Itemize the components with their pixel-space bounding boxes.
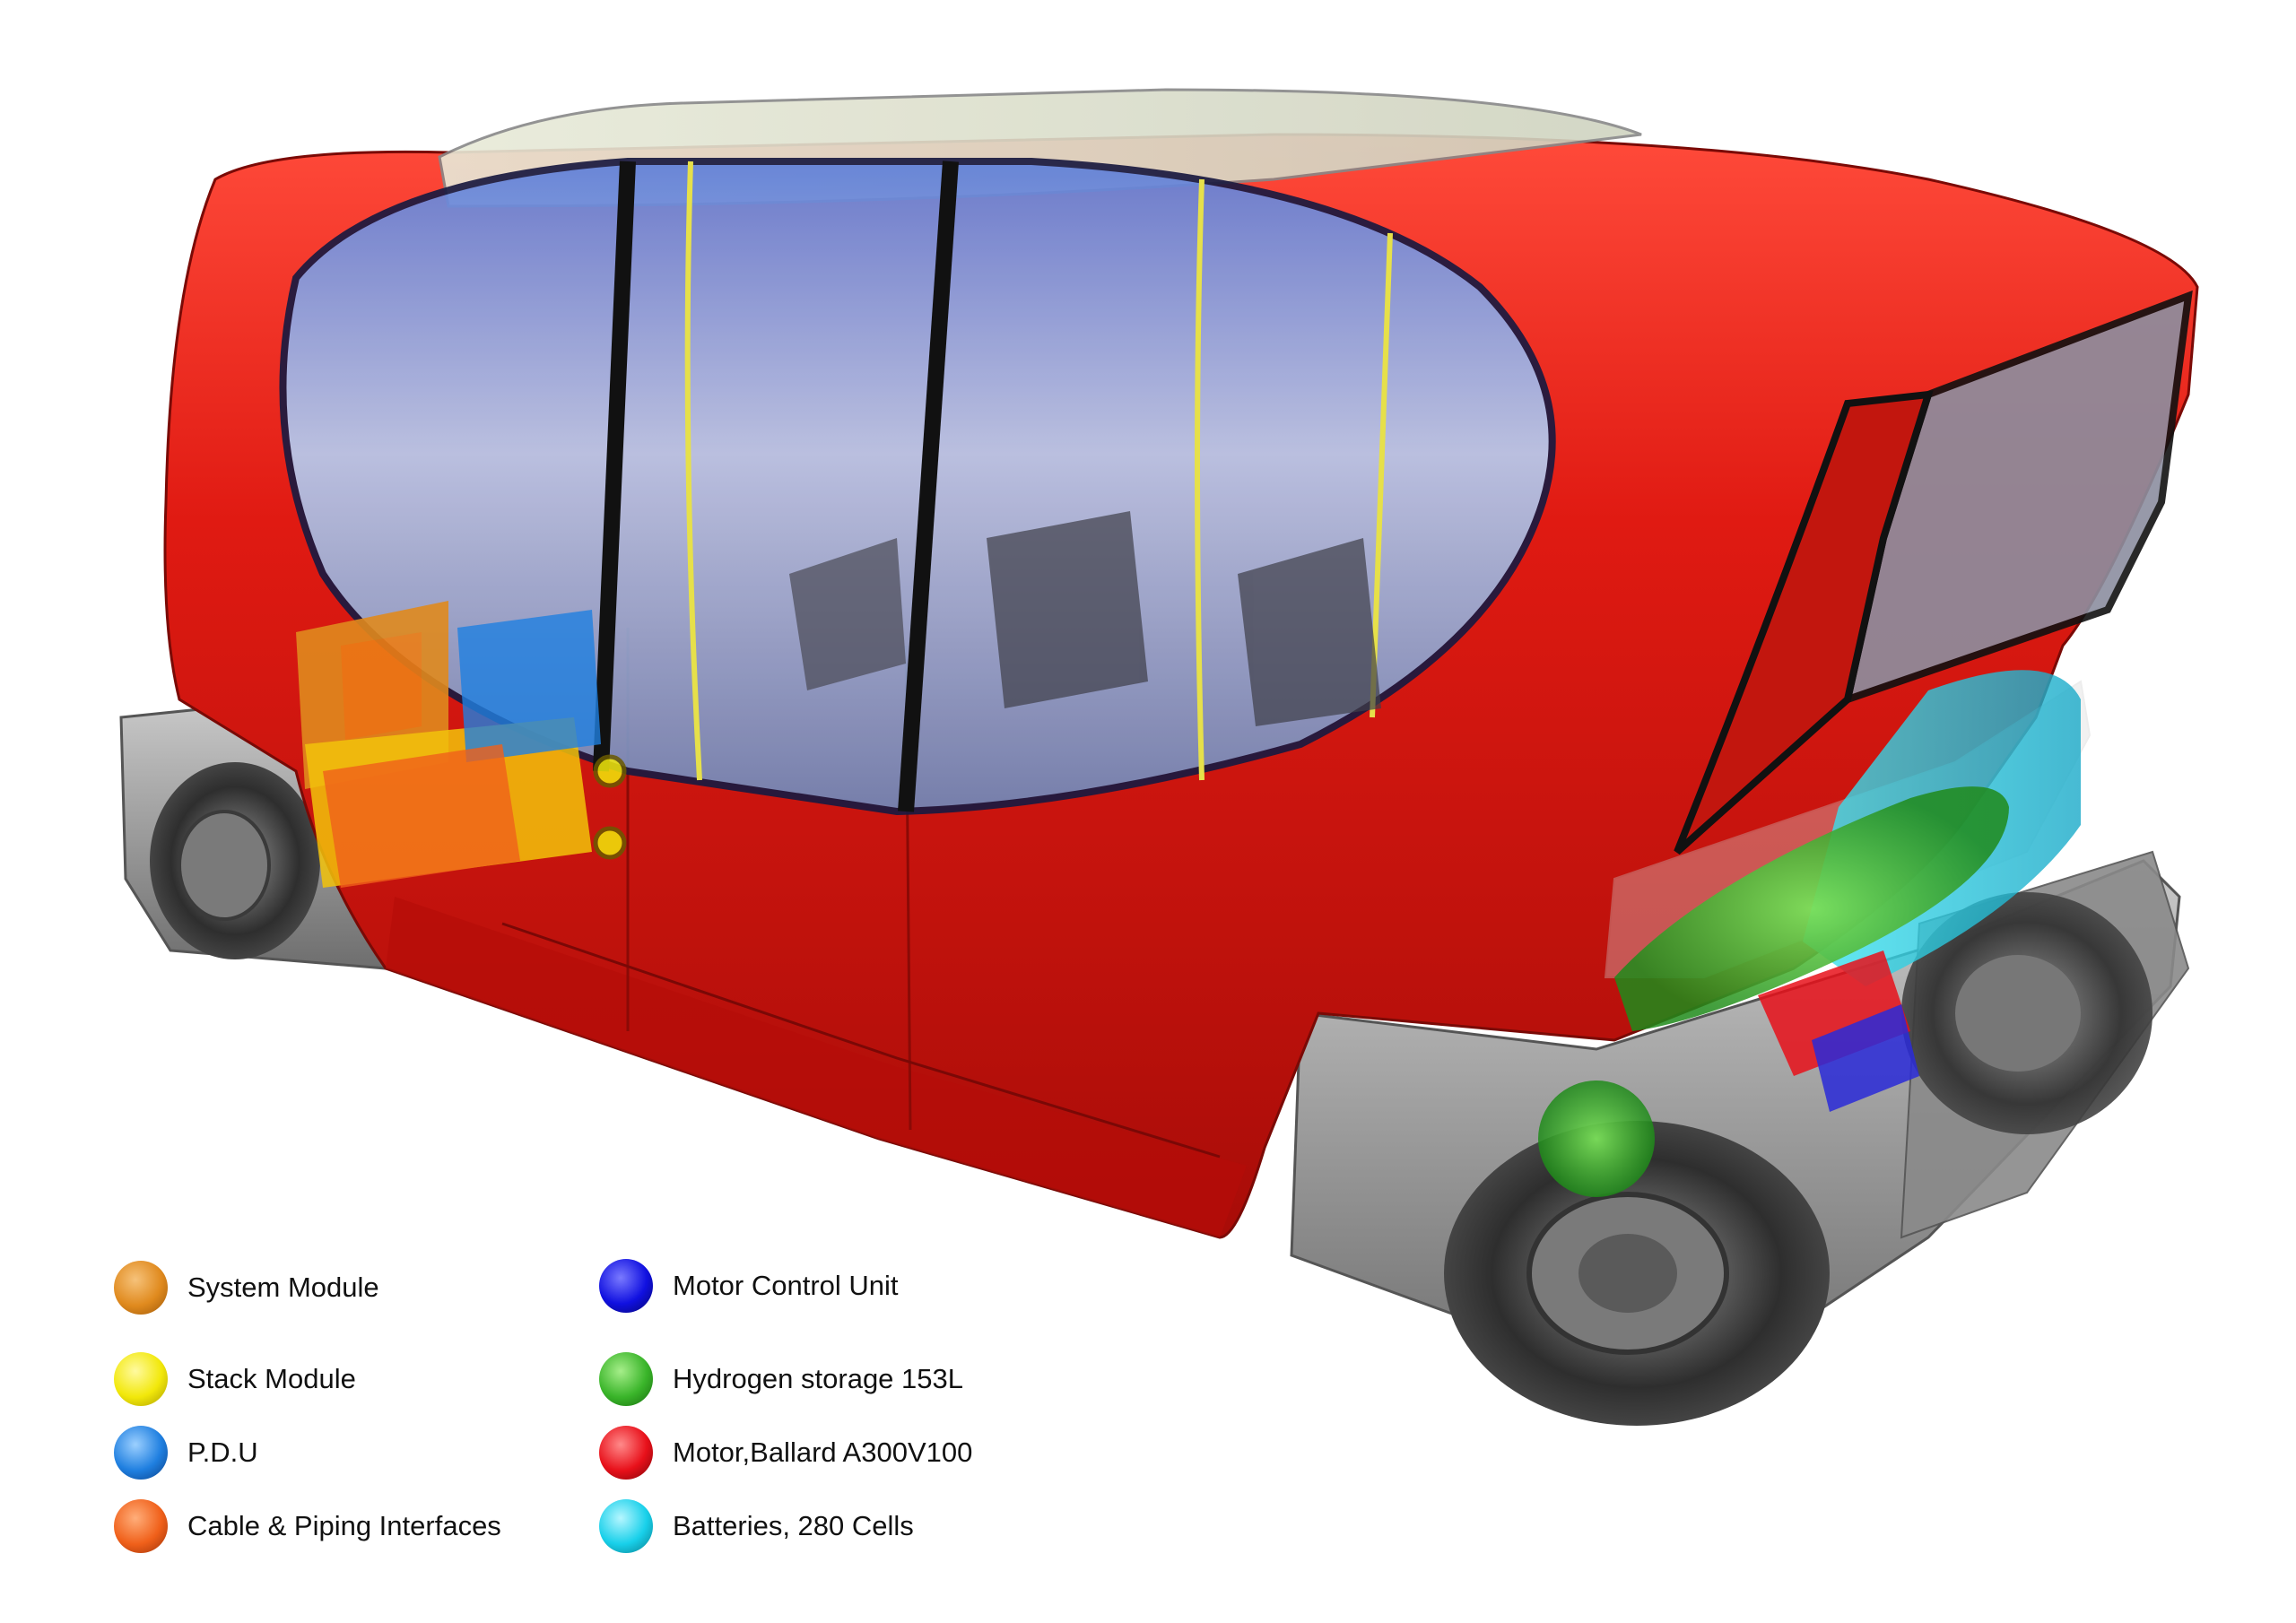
front-wheel-far <box>1901 892 2152 1134</box>
legend-item-system-module: System Module <box>114 1259 379 1316</box>
pdu-component <box>457 610 601 762</box>
front-windscreen <box>1674 290 2193 855</box>
yellow-sphere-icon <box>114 1352 168 1406</box>
legend-item-motor: Motor,Ballard A300V100 <box>599 1424 972 1481</box>
green-sphere-icon <box>599 1352 653 1406</box>
legend-item-stack-module: Stack Module <box>114 1350 356 1408</box>
blue-sphere-icon <box>114 1426 168 1480</box>
hydrogen-storage-component <box>1538 786 2009 1197</box>
legend-item-batteries: Batteries, 280 Cells <box>599 1497 914 1555</box>
legend-item-hydrogen-storage: Hydrogen storage 153L <box>599 1350 963 1408</box>
legend-item-pdu: P.D.U <box>114 1424 258 1481</box>
orange-red-sphere-icon <box>114 1499 168 1553</box>
cyan-sphere-icon <box>599 1499 653 1553</box>
legend-label: Motor,Ballard A300V100 <box>673 1436 973 1468</box>
rear-wheel <box>150 762 320 959</box>
legend-label: Cable & Piping Interfaces <box>187 1510 501 1541</box>
legend-label: Motor Control Unit <box>673 1270 899 1301</box>
legend-label: P.D.U <box>187 1436 258 1468</box>
orange-sphere-icon <box>114 1261 168 1315</box>
legend-item-cable-piping: Cable & Piping Interfaces <box>114 1497 501 1555</box>
motor-control-unit-component <box>1812 1004 1919 1112</box>
front-wheel <box>1444 1121 1830 1426</box>
legend-label: System Module <box>187 1271 379 1303</box>
passenger-seats <box>789 511 1381 726</box>
legend-label: Batteries, 280 Cells <box>673 1510 914 1541</box>
legend-label: Stack Module <box>187 1363 356 1394</box>
dark-blue-sphere-icon <box>599 1259 653 1313</box>
red-sphere-icon <box>599 1426 653 1480</box>
legend-label: Hydrogen storage 153L <box>673 1363 964 1394</box>
cable-piping-component <box>323 744 520 888</box>
legend-item-motor-control-unit: Motor Control Unit <box>599 1257 899 1315</box>
